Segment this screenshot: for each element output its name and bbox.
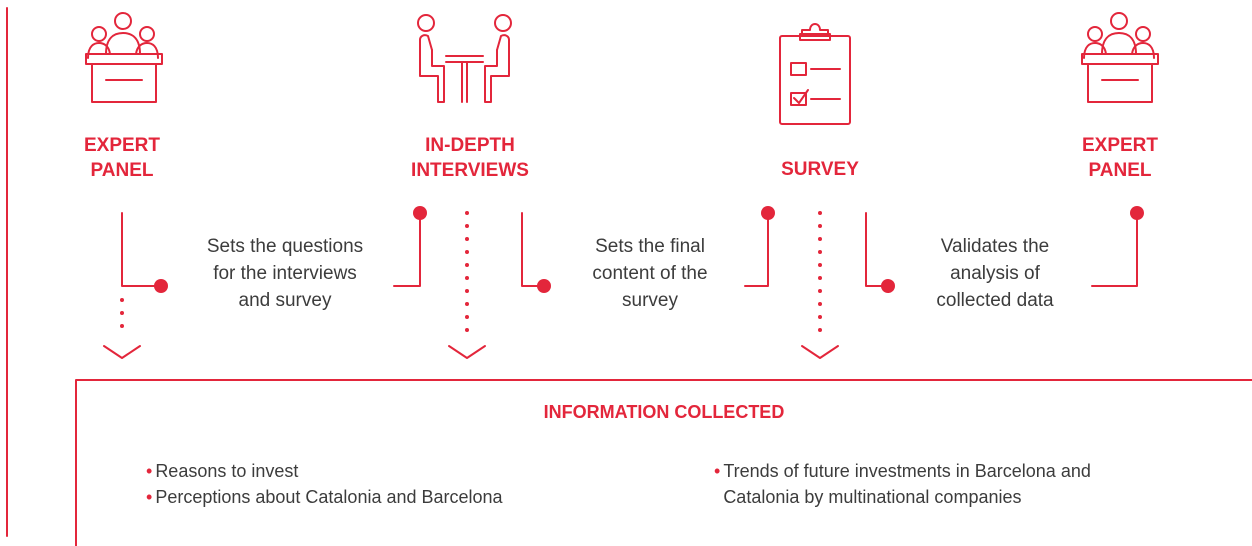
connector-line [521, 212, 545, 287]
dotted-flow-3 [818, 211, 822, 332]
info-list-right: • Trends of future investments in Barcel… [714, 458, 1091, 510]
list-item: • Perceptions about Catalonia and Barcel… [146, 484, 503, 510]
dotted-flow-2 [465, 211, 469, 332]
info-box-border [75, 379, 1252, 546]
list-item: • Reasons to invest [146, 458, 503, 484]
chevron-down-icon [103, 345, 141, 359]
connector-dot [154, 279, 168, 293]
step-label-survey: SURVEY [781, 159, 859, 180]
interview-icon [417, 14, 512, 103]
expert-panel-icon [85, 12, 163, 103]
connector-dot [537, 279, 551, 293]
connector-dot [761, 206, 775, 220]
connector-text-questions: Sets the questions for the interviews an… [206, 236, 364, 311]
connector-dot [881, 279, 895, 293]
bullet-dot: • [146, 461, 153, 481]
clipboard-survey-icon [779, 23, 851, 125]
connector-dot [1130, 206, 1144, 220]
connector-line [1091, 212, 1138, 287]
expert-panel-icon [1081, 12, 1159, 103]
list-item-text: Perceptions about Catalonia and Barcelon… [155, 487, 503, 507]
list-item-text: Reasons to invest [155, 461, 299, 481]
connector-text-validates: Validates the analysis of collected data [936, 236, 1054, 311]
connector-dot [413, 206, 427, 220]
dotted-flow-1 [120, 298, 124, 328]
connector-line [865, 212, 889, 287]
chevron-down-icon [448, 345, 486, 359]
info-title: INFORMATION COLLECTED [543, 402, 785, 422]
connector-line [121, 212, 162, 287]
chevron-down-icon [801, 345, 839, 359]
step-label-expert-panel: EXPERT PANEL [1081, 135, 1159, 181]
connector-text-final-content: Sets the final content of the survey [592, 236, 708, 311]
step-label-in-depth-interviews: IN-DEPTH INTERVIEWS [411, 135, 529, 181]
connector-line [744, 212, 769, 287]
list-item: • Trends of future investments in Barcel… [714, 458, 1091, 510]
info-list-left: • Reasons to invest • Perceptions about … [146, 458, 503, 510]
connector-line [393, 212, 421, 287]
bullet-dot: • [146, 487, 153, 507]
list-item-text: Trends of future investments in Barcelon… [723, 461, 1091, 507]
bullet-dot: • [714, 461, 721, 481]
step-label-expert-panel: EXPERT PANEL [83, 135, 161, 181]
